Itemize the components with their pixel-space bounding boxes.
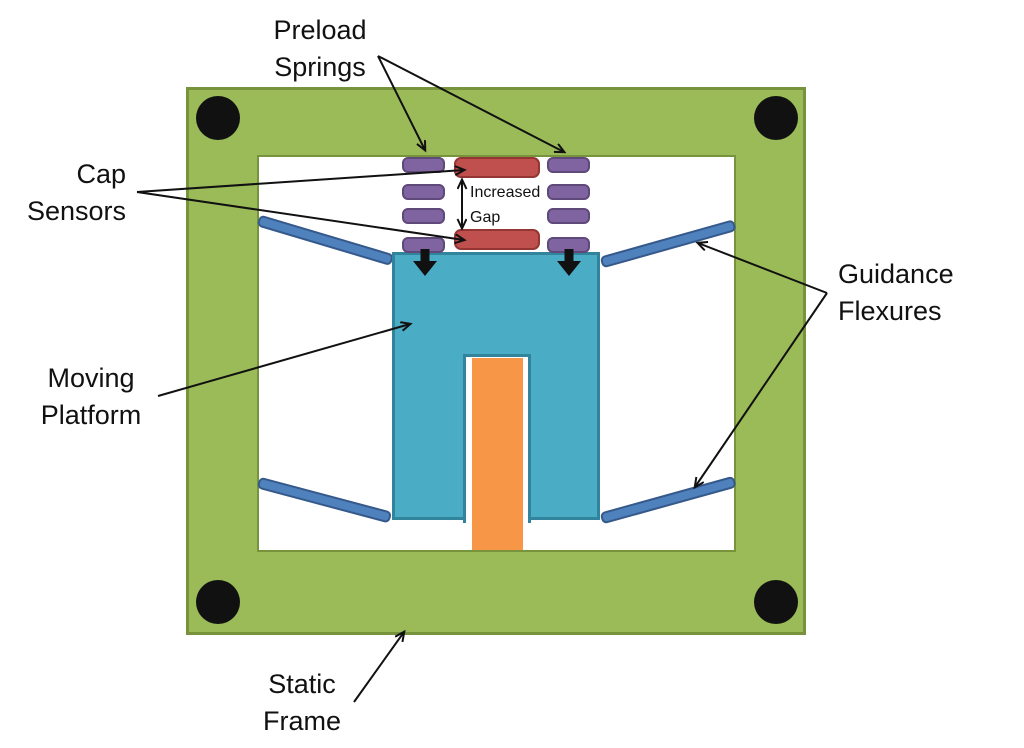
preload-spring [547,157,590,173]
bolt-hole-top-right [754,96,798,140]
bolt-hole-bottom-right [754,580,798,624]
cap-sensor-top [454,157,540,178]
preload-spring [402,157,445,173]
label-preload-springs: Preload Springs [273,15,367,82]
preload-spring [547,208,590,224]
bolt-hole-top-left [196,96,240,140]
label-moving-platform: Moving Platform [40,363,142,430]
cap-sensor-bottom [454,229,540,250]
label-guidance-flexures: Guidance Flexures [838,259,954,326]
preload-spring [402,237,445,253]
preload-spring [547,184,590,200]
label-cap-sensors: Cap Sensors [26,159,126,226]
label-static-frame: Static Frame [262,669,341,736]
bolt-hole-bottom-left [196,580,240,624]
preload-spring [402,208,445,224]
label-increased-gap: Increased Gap [470,184,541,226]
actuator-rod [472,358,523,550]
preload-spring [547,237,590,253]
preload-spring [402,184,445,200]
